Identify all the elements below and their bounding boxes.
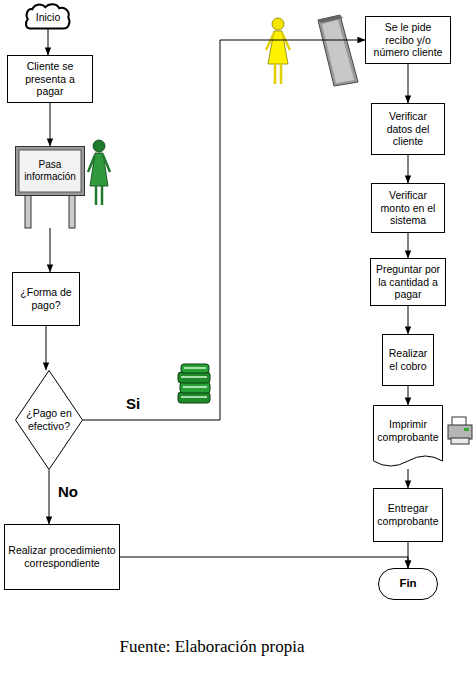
edge-label: Si — [124, 396, 142, 413]
process-box: Verificar monto en el sistema — [371, 183, 445, 233]
process-box: Se le pide recibo y/o número cliente — [365, 16, 451, 64]
end-terminal: Fin — [378, 568, 438, 600]
node-text: ¿Pago en efectivo? — [25, 407, 73, 432]
text-holder: Realizar el cobro — [383, 335, 433, 385]
text-holder: Verificar monto en el sistema — [372, 184, 444, 232]
process-box: Cliente se presenta a pagar — [7, 55, 93, 103]
information-board-outline — [15, 146, 85, 228]
text-holder: Pasa información — [15, 146, 85, 196]
woman-figure — [88, 140, 110, 205]
text-holder: Imprimir comprobante — [373, 405, 443, 457]
process-box: Preguntar por la cantidad a pagar — [370, 258, 446, 306]
process-box: Realizar procedimiento correspondiente — [4, 524, 120, 590]
node-text: Verificar datos del cliente — [375, 110, 441, 148]
process-box: Entregar comprobante — [373, 488, 443, 542]
woman-figure — [266, 18, 290, 84]
node-text: Fin — [399, 577, 416, 591]
flow-arrow — [50, 228, 51, 272]
text-holder: Se le pide recibo y/o número cliente — [366, 17, 450, 63]
flow-arrow — [83, 40, 365, 420]
cloud-outline — [26, 4, 69, 28]
edge-label: No — [56, 484, 80, 501]
node-text: Inicio — [36, 11, 61, 24]
text-holder: ¿Forma de pago? — [13, 273, 79, 325]
node-text: Verificar monto en el sistema — [375, 189, 441, 227]
flow-arrow — [49, 470, 50, 524]
text-holder: Cliente se presenta a pagar — [8, 56, 92, 102]
flow-arrow — [408, 306, 409, 334]
flow-arrow — [408, 155, 409, 183]
text-holder: Entregar comprobante — [374, 489, 442, 541]
flow-arrow — [408, 469, 409, 488]
flow-arrow — [48, 29, 49, 55]
flow-arrow — [408, 233, 409, 258]
decision-diamond: ¿Pago en efectivo? — [15, 370, 83, 470]
node-text: ¿Forma de pago? — [16, 286, 76, 311]
text-holder: Verificar datos del cliente — [372, 104, 444, 154]
text-holder: Preguntar por la cantidad a pagar — [371, 259, 445, 305]
node-text: Se le pide recibo y/o número cliente — [369, 21, 447, 59]
node-text: Entregar comprobante — [377, 502, 439, 527]
node-text: Realizar el cobro — [386, 347, 430, 372]
text-holder: Fin — [378, 568, 438, 600]
process-box: Realizar el cobro — [382, 334, 434, 386]
node-text: Cliente se presenta a pagar — [11, 60, 89, 98]
information-board: Pasa información — [15, 146, 85, 228]
node-text: Imprimir comprobante — [375, 418, 441, 443]
node-text: Realizar procedimiento correspondiente — [8, 544, 116, 569]
flow-arrow — [50, 103, 51, 146]
text-holder: Inicio — [25, 6, 71, 29]
document-shape: Imprimir comprobante — [373, 405, 443, 469]
start-terminal: Inicio — [25, 3, 71, 29]
flow-arrow — [120, 557, 408, 568]
flow-arrow — [46, 326, 47, 370]
figure-caption: Fuente: Elaboración propia — [0, 637, 424, 657]
node-text: Pasa información — [20, 159, 80, 183]
process-box: ¿Forma de pago? — [12, 272, 80, 326]
flow-arrow — [408, 64, 409, 103]
printer-icon — [448, 417, 472, 444]
node-text: Preguntar por la cantidad a pagar — [374, 263, 442, 301]
text-holder: ¿Pago en efectivo? — [15, 370, 83, 470]
terminal-panel — [318, 15, 358, 86]
flow-arrow — [408, 386, 409, 405]
process-box: Verificar datos del cliente — [371, 103, 445, 155]
text-holder: Realizar procedimiento correspondiente — [5, 525, 119, 589]
money-stack — [178, 364, 210, 403]
